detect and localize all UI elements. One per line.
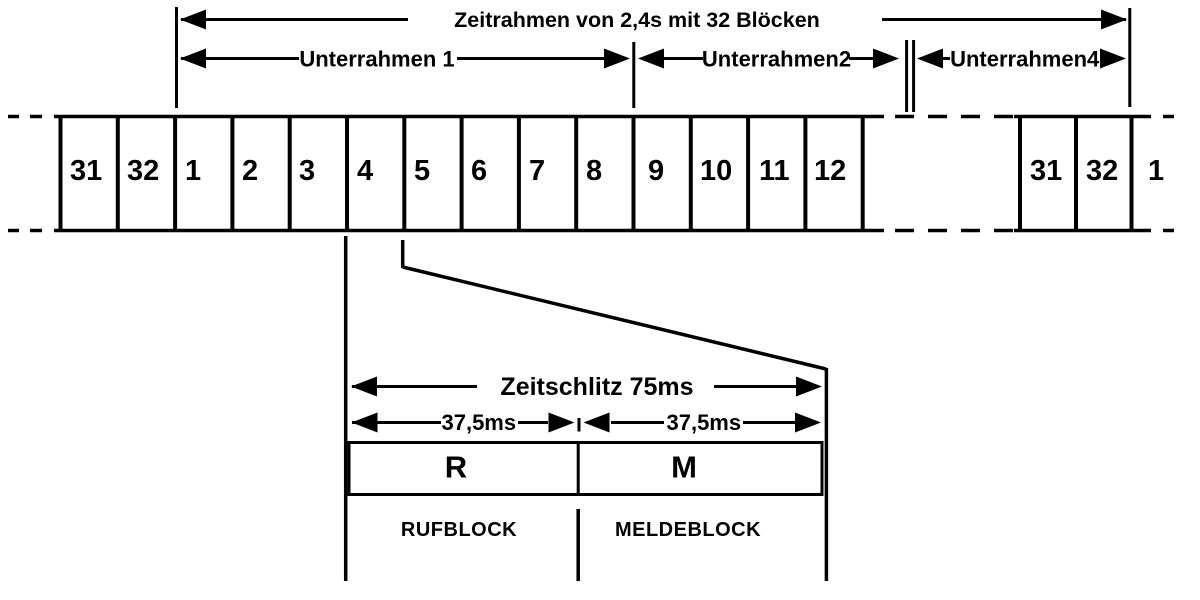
svg-text:32: 32 (1086, 155, 1118, 187)
svg-text:M: M (671, 450, 697, 485)
svg-text:3: 3 (299, 155, 315, 187)
svg-text:RUFBLOCK: RUFBLOCK (401, 519, 517, 541)
svg-text:31: 31 (1030, 155, 1062, 187)
svg-text:11: 11 (759, 155, 790, 187)
svg-text:37,5ms: 37,5ms (441, 410, 516, 435)
svg-text:9: 9 (648, 155, 664, 187)
svg-text:MELDEBLOCK: MELDEBLOCK (615, 519, 761, 541)
svg-text:6: 6 (471, 155, 487, 187)
svg-text:12: 12 (814, 155, 846, 187)
svg-text:Unterrahmen 1: Unterrahmen 1 (299, 47, 454, 72)
svg-text:Unterrahmen2: Unterrahmen2 (702, 47, 851, 72)
svg-text:8: 8 (586, 155, 602, 187)
svg-text:5: 5 (414, 155, 430, 187)
svg-text:37,5ms: 37,5ms (666, 410, 741, 435)
svg-text:4: 4 (357, 155, 373, 187)
svg-text:10: 10 (700, 155, 732, 187)
svg-text:2: 2 (242, 155, 258, 187)
svg-text:1: 1 (185, 155, 201, 187)
svg-text:31: 31 (70, 155, 102, 187)
svg-text:Unterrahmen4: Unterrahmen4 (950, 47, 1100, 72)
svg-text:Zeitschlitz 75ms: Zeitschlitz 75ms (500, 373, 693, 401)
svg-text:7: 7 (529, 155, 545, 187)
svg-text:32: 32 (127, 155, 159, 187)
svg-text:Zeitrahmen von 2,4s mit 32 Blö: Zeitrahmen von 2,4s mit 32 Blöcken (454, 8, 820, 32)
svg-text:1: 1 (1148, 155, 1164, 187)
svg-text:R: R (445, 450, 467, 485)
